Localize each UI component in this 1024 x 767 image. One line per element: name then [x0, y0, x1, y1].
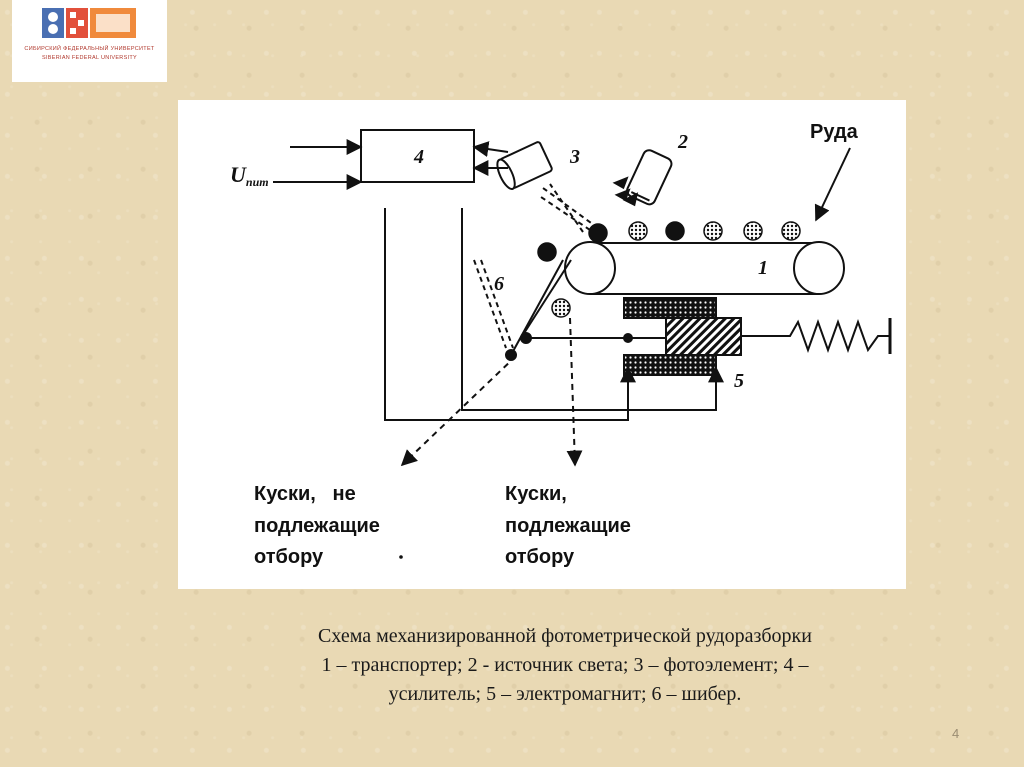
figure-caption: Схема механизированной фотометрической р… [180, 622, 950, 709]
label-1: 1 [758, 257, 768, 279]
logo-text-english: SIBERIAN FEDERAL UNIVERSITY [42, 55, 137, 61]
photocell [496, 141, 553, 191]
select-label-line3: отбору [505, 546, 575, 568]
label-5: 5 [734, 370, 744, 392]
ore-sorting-diagram: 4 Uпит 3 2 Руда [178, 100, 906, 589]
reject-label-line3: отбору [254, 546, 324, 568]
return-spring [741, 319, 890, 353]
amplifier-block [360, 129, 475, 183]
shutter-swing-dashes [473, 259, 514, 349]
logo-text-russian: СИБИРСКИЙ ФЕДЕРАЛЬНЫЙ УНИВЕРСИТЕТ [24, 46, 155, 52]
select-label-line1: Куски, [505, 483, 567, 505]
ore-pieces [537, 221, 801, 318]
reject-path-arrow [400, 355, 517, 467]
light-source [626, 149, 673, 206]
diagram-canvas: 4 Uпит 3 2 Руда [230, 121, 892, 568]
electromagnet-core-bottom [623, 354, 717, 376]
select-path-arrow [566, 317, 583, 467]
electromagnet-armature [665, 317, 742, 356]
logo-emblem-icon [42, 8, 136, 38]
label-2: 2 [677, 131, 688, 153]
caption-line-1: Схема механизированной фотометрической р… [318, 625, 812, 647]
caption-line-2: 1 – транспортер; 2 - источник света; 3 –… [321, 654, 809, 676]
linkage-joint [623, 333, 633, 343]
upit-label: Uпит [230, 162, 269, 189]
page-number: 4 [952, 726, 960, 741]
label-6: 6 [494, 273, 504, 295]
stray-dot [399, 555, 403, 559]
reject-label-line1: Куски, не [254, 483, 356, 505]
light-rays [612, 176, 639, 207]
electromagnet-core-top [623, 297, 717, 319]
control-wires [384, 208, 724, 421]
university-logo: СИБИРСКИЙ ФЕДЕРАЛЬНЫЙ УНИВЕРСИТЕТ SIBERI… [12, 0, 167, 82]
reject-label-line2: подлежащие [254, 515, 380, 537]
photocell-signal-line-top [472, 141, 509, 158]
caption-line-3: усилитель; 5 – электромагнит; 6 – шибер. [388, 683, 742, 705]
label-4: 4 [413, 146, 424, 168]
conveyor-belt [564, 241, 845, 295]
select-label-line2: подлежащие [505, 515, 631, 537]
label-3: 3 [569, 146, 580, 168]
ore-arrow [814, 147, 851, 222]
ore-label: Руда [810, 121, 859, 143]
reflected-light-beams [537, 183, 599, 233]
